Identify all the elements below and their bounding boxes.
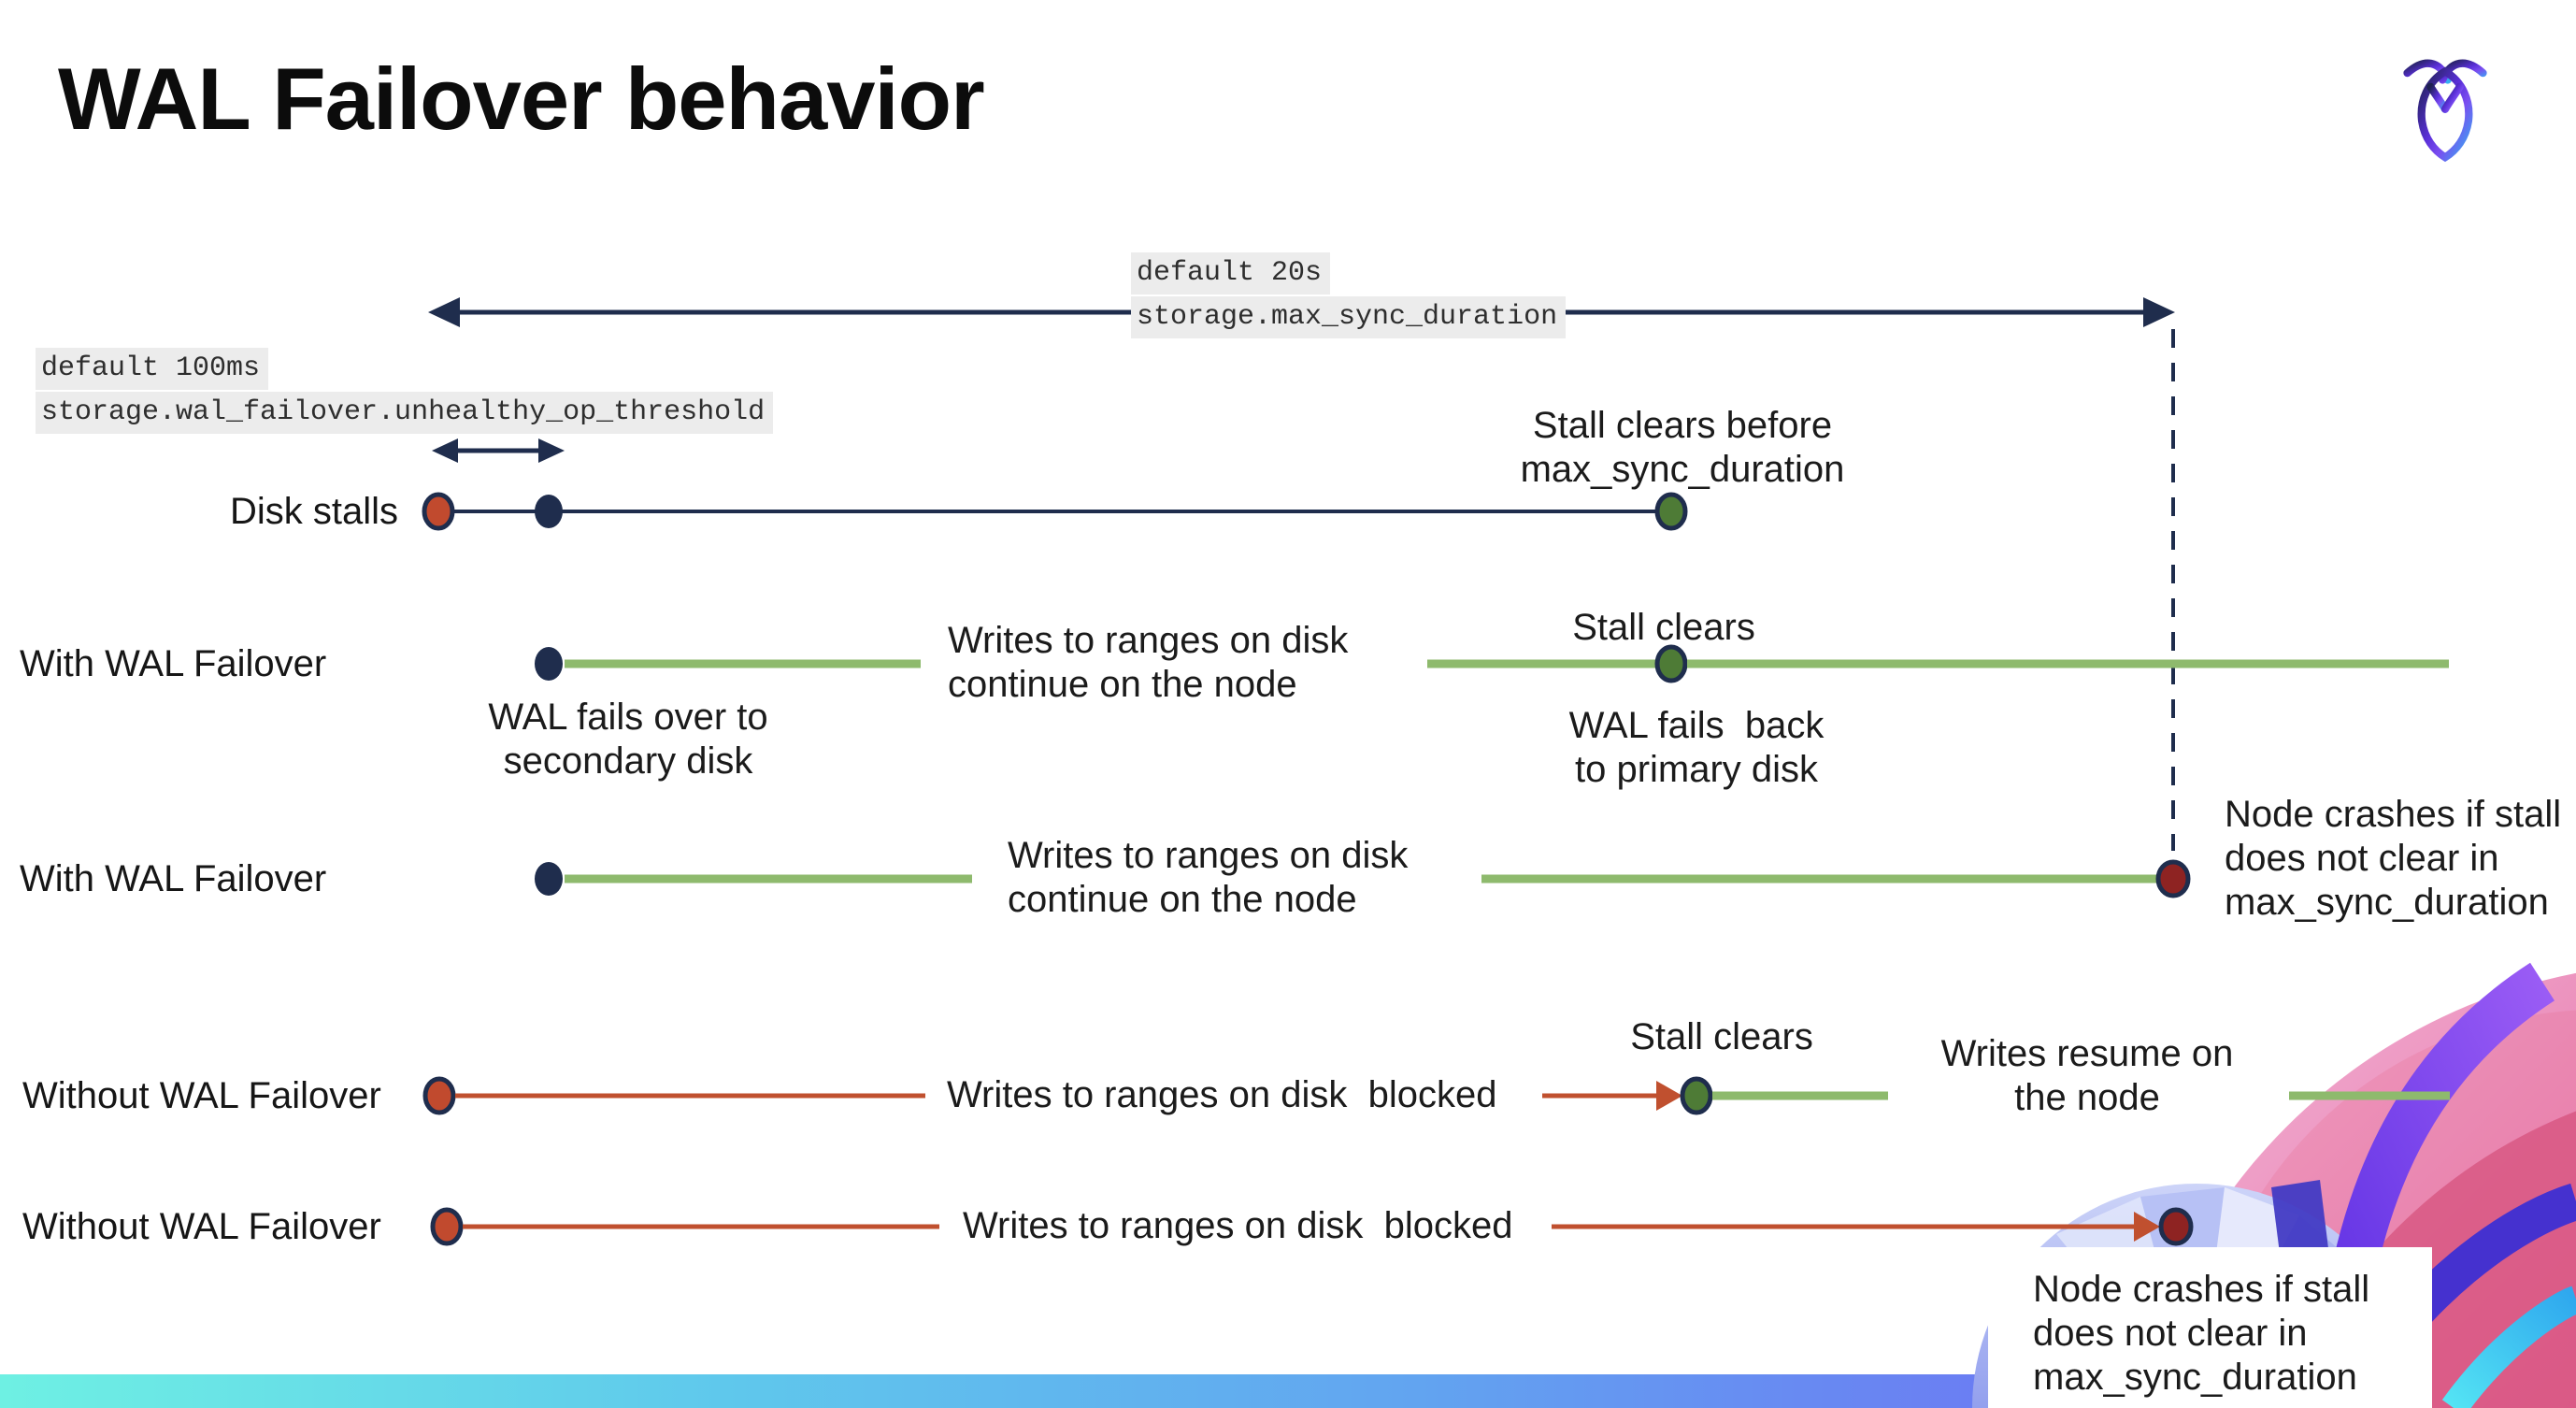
max-sync-arrow-head-right (2143, 297, 2175, 327)
threshold-default-value: default 100ms (36, 348, 269, 390)
threshold-arrow-head-right (538, 438, 565, 463)
stall-clears-dot-2 (1654, 644, 1688, 683)
note-node-crashes-1: Node crashes if stall does not clear in … (2225, 794, 2562, 923)
row-label-without-wal-failover-2: Without WAL Failover (22, 1206, 381, 1247)
failover-start-dot-1 (535, 647, 563, 681)
cockroachdb-logo-icon (2403, 59, 2487, 163)
note-writes-continue-1: Writes to ranges on disk continue on the… (948, 620, 1349, 705)
max-sync-duration-label: default 20s storage.max_sync_duration (1131, 252, 1567, 340)
note-stall-clears-2: Stall clears (1630, 1016, 1813, 1057)
note-wal-fails-over: WAL fails over to secondary disk (488, 697, 768, 782)
node-crash-dot-2 (2158, 1207, 2194, 1246)
max-sync-arrow-head-left (428, 297, 460, 327)
threshold-setting-name: storage.wal_failover.unhealthy_op_thresh… (36, 392, 774, 434)
note-writes-resume: Writes resume on the node (1940, 1033, 2234, 1118)
threshold-arrow-head-left (432, 438, 458, 463)
note-wal-fails-back: WAL fails back to primary disk (1568, 705, 1825, 790)
blocked-arrow-head-2 (2134, 1212, 2160, 1242)
node-crash-dot-1 (2155, 859, 2191, 898)
row-label-without-wal-failover-1: Without WAL Failover (22, 1075, 381, 1116)
stall-start-dot-2 (422, 1076, 456, 1115)
max-sync-setting-name: storage.max_sync_duration (1131, 296, 1567, 338)
note-writes-blocked-1: Writes to ranges on disk blocked (947, 1074, 1497, 1115)
row-label-with-wal-failover-2: With WAL Failover (20, 858, 327, 899)
stall-clears-dot-1 (1654, 492, 1688, 531)
page-title: WAL Failover behavior (58, 50, 985, 148)
note-writes-continue-2: Writes to ranges on disk continue on the… (1008, 835, 1409, 920)
note-writes-blocked-2: Writes to ranges on disk blocked (963, 1205, 1513, 1246)
note-stall-clears-1: Stall clears (1572, 607, 1755, 648)
unhealthy-op-threshold-label: default 100ms storage.wal_failover.unhea… (36, 348, 774, 436)
note-stall-clears-before: Stall clears before max_sync_duration (1520, 405, 1845, 490)
row-label-with-wal-failover-1: With WAL Failover (20, 643, 327, 684)
blocked-arrow-head-1 (1656, 1081, 1682, 1111)
artwork-cyan-arc (2441, 1286, 2576, 1408)
max-sync-default-value: default 20s (1131, 252, 1331, 295)
stall-clears-dot-3 (1680, 1076, 1713, 1115)
stall-start-dot (422, 492, 455, 531)
failover-start-dot-2 (535, 862, 563, 896)
stall-start-dot-3 (430, 1207, 464, 1246)
crash-callout-box: Node crashes if stall does not clear in … (1988, 1247, 2432, 1408)
threshold-hit-dot (535, 495, 563, 528)
note-node-crashes-2: Node crashes if stall does not clear in … (2033, 1269, 2370, 1398)
row-label-disk-stalls: Disk stalls (230, 491, 399, 532)
